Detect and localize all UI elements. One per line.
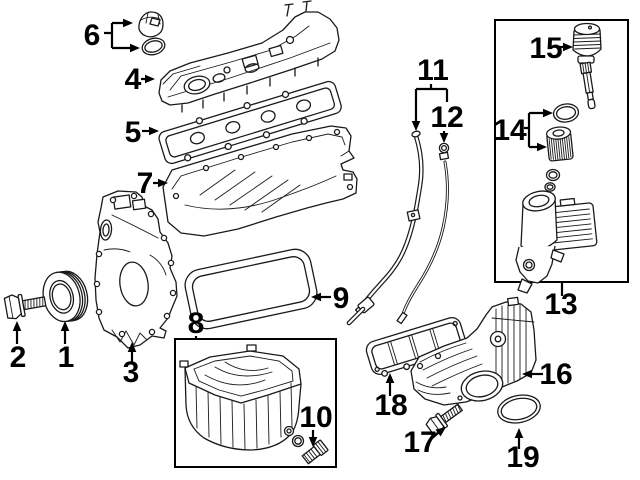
valve-cover-drawing: [158, 0, 340, 113]
callout-10: 10: [299, 401, 332, 434]
callout-6: 6: [84, 19, 101, 52]
valve-cover-studs: [181, 57, 319, 113]
oil-filler-neck: [183, 75, 211, 95]
callout-13: 13: [544, 288, 577, 321]
callout-17: 17: [403, 426, 436, 459]
dipstick-tube-drawing: [346, 130, 424, 326]
callout-leaders: [12, 18, 573, 449]
oil-pan-gasket-drawing: [184, 248, 318, 330]
callout-15: 15: [529, 32, 562, 65]
pan-ribs: [195, 382, 293, 450]
callout-7: 7: [137, 167, 154, 200]
drain-plug-drawing: [291, 434, 329, 465]
housing-seal-rings: [544, 168, 561, 192]
upper-oil-pan-drawing: [162, 125, 358, 237]
callout-18: 18: [374, 389, 407, 422]
intake-gasket-drawing: [365, 317, 467, 377]
oil-filter-element-drawing: [545, 126, 574, 162]
intake-manifold-drawing: [410, 296, 537, 406]
callout-12: 12: [430, 101, 463, 134]
callout-4: 4: [125, 63, 142, 96]
callout-5: 5: [125, 116, 142, 149]
lower-oil-pan-drawing: [179, 344, 302, 451]
filter-oring-drawing: [552, 103, 580, 123]
group-box-8: [174, 338, 337, 468]
callout-1: 1: [58, 341, 75, 374]
oil-filter-housing-drawing: [515, 190, 598, 294]
filler-cap-drawing: [138, 11, 166, 56]
throttle-flange: [460, 370, 504, 402]
timing-cover-bolt-holes: [93, 192, 177, 338]
crank-bolt-drawing: [3, 293, 47, 320]
callout-19: 19: [506, 441, 539, 474]
oil-filter-cap-drawing: [572, 22, 602, 110]
callout-3: 3: [123, 356, 140, 389]
callout-numbers: 1 2 3 4 5 6 7 8 9 10 11 12 13 14 15 16 1…: [10, 19, 578, 474]
valve-cover-posts: [284, 0, 312, 17]
callout-14: 14: [493, 114, 527, 147]
callout-16: 16: [539, 358, 572, 391]
throttle-oring-drawing: [497, 394, 541, 424]
dipstick-drawing: [396, 142, 450, 325]
callout-9: 9: [333, 282, 350, 315]
timing-cover-drawing: [93, 190, 178, 349]
callout-11: 11: [417, 54, 449, 87]
callout-8: 8: [188, 307, 205, 340]
crank-pulley-drawing: [42, 270, 89, 323]
valve-cover-gasket-drawing: [158, 80, 342, 165]
callout-2: 2: [10, 341, 27, 374]
